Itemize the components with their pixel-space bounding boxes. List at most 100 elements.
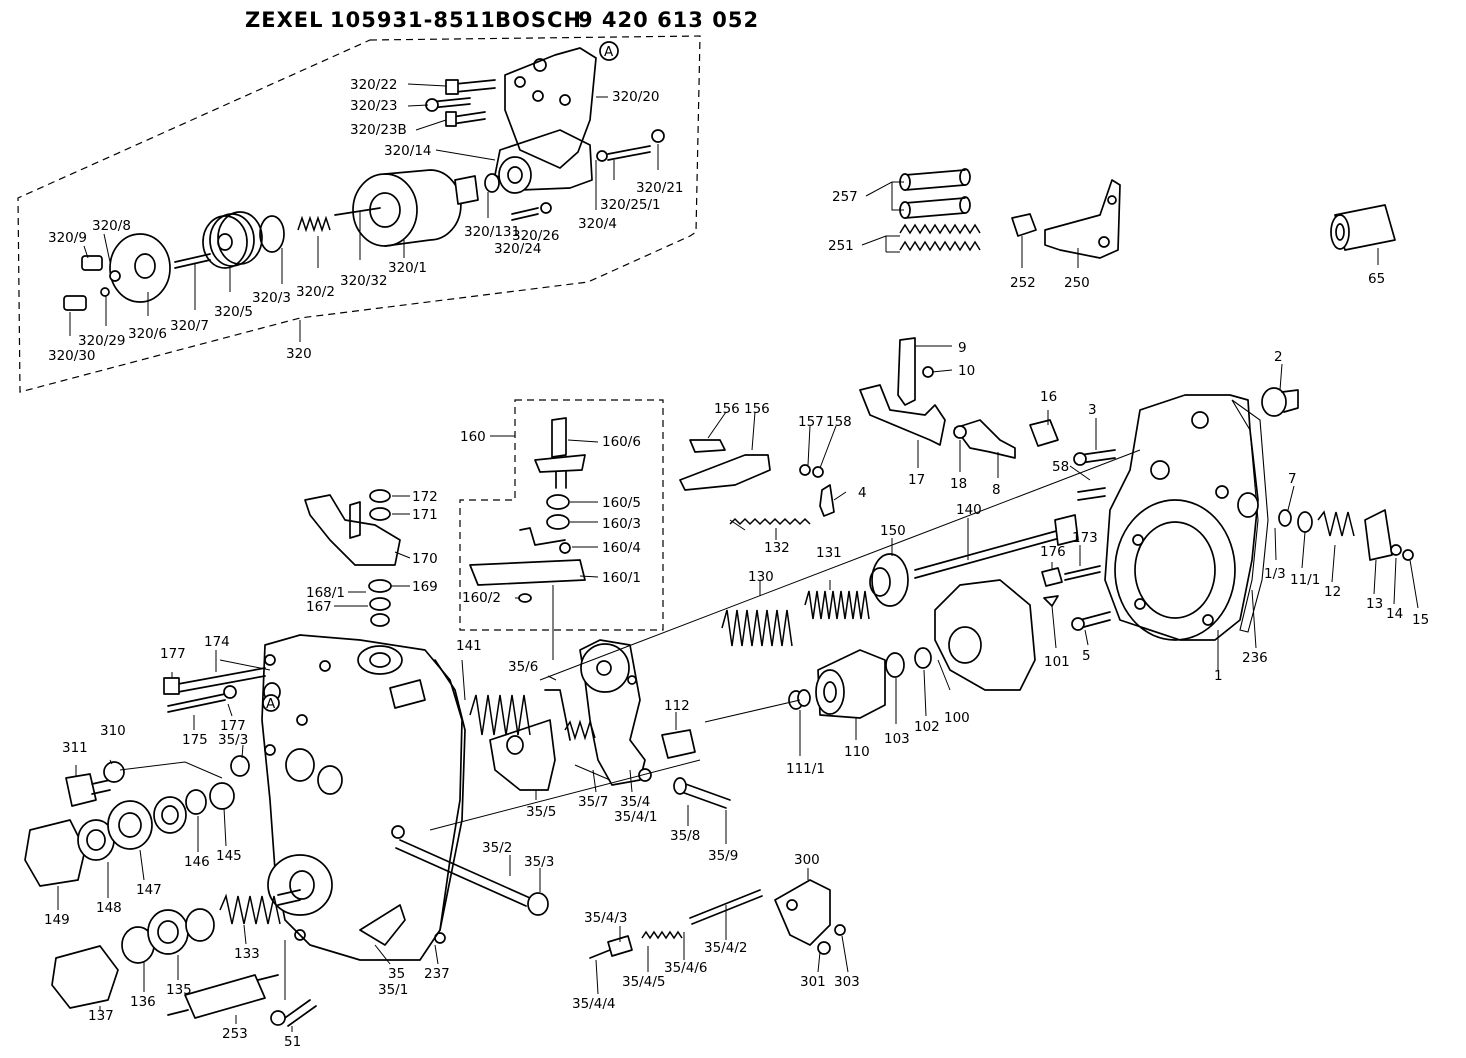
label-111-1: 111/1 <box>786 761 825 777</box>
label-14: 14 <box>1386 606 1403 622</box>
label-112: 112 <box>664 698 690 714</box>
cover-300-group <box>589 879 846 959</box>
pump-housing <box>163 634 549 961</box>
label-170: 170 <box>412 551 438 567</box>
header-zexel: ZEXEL <box>245 8 324 32</box>
label-ref-a-housing: A <box>266 696 276 712</box>
label-35-4-3: 35/4/3 <box>584 910 627 926</box>
label-35-6: 35/6 <box>508 659 538 675</box>
label-149: 149 <box>44 912 70 928</box>
label-320-7: 320/7 <box>170 318 209 334</box>
label-157: 157 <box>798 414 824 430</box>
label-320-26: 320/26 <box>512 228 560 244</box>
label-51: 51 <box>284 1034 301 1050</box>
label-169: 169 <box>412 579 438 595</box>
label-8: 8 <box>992 482 1001 498</box>
label-176: 176 <box>1040 544 1066 560</box>
label-147: 147 <box>136 882 162 898</box>
label-177b: 177 <box>220 718 246 734</box>
label-35-4-5: 35/4/5 <box>622 974 665 990</box>
linkage-levers <box>859 337 1016 459</box>
label-145: 145 <box>216 848 242 864</box>
label-168-1: 168/1 <box>306 585 345 601</box>
label-300: 300 <box>794 852 820 868</box>
label-320-29: 320/29 <box>78 333 126 349</box>
label-35-4-1: 35/4/1 <box>614 809 657 825</box>
linkage-156-group <box>679 439 835 526</box>
label-160-4: 160/4 <box>602 540 641 556</box>
label-133: 133 <box>234 946 260 962</box>
label-102: 102 <box>914 719 940 735</box>
label-136: 136 <box>130 994 156 1010</box>
label-35-5: 35/5 <box>526 804 556 820</box>
label-156b: 156 <box>744 401 770 417</box>
label-35-3a: 35/3 <box>218 732 248 748</box>
label-320-21: 320/21 <box>636 180 684 196</box>
label-4: 4 <box>858 485 867 501</box>
label-320-4: 320/4 <box>578 216 617 232</box>
label-103: 103 <box>884 731 910 747</box>
governor-housing <box>1029 387 1414 641</box>
header-bosch-number: 9 420 613 052 <box>578 8 759 32</box>
label-141: 141 <box>456 638 482 654</box>
label-35-1: 35/1 <box>378 982 408 998</box>
label-101: 101 <box>1044 654 1070 670</box>
label-311: 311 <box>62 740 88 756</box>
label-100: 100 <box>944 710 970 726</box>
label-173: 173 <box>1072 530 1098 546</box>
label-160: 160 <box>460 429 486 445</box>
header-zexel-number: 105931-8511 <box>330 8 496 32</box>
label-320-32: 320/32 <box>340 273 388 289</box>
label-160-5: 160/5 <box>602 495 641 511</box>
label-160-1: 160/1 <box>602 570 641 586</box>
assembly-center-lines <box>119 449 1141 1000</box>
label-15: 15 <box>1412 612 1429 628</box>
label-320-6: 320/6 <box>128 326 167 342</box>
fittings-lower-left <box>51 889 317 1027</box>
label-131: 131 <box>816 545 842 561</box>
label-130: 130 <box>748 569 774 585</box>
label-301: 301 <box>800 974 826 990</box>
label-320-14: 320/14 <box>384 143 432 159</box>
label-172: 172 <box>412 489 438 505</box>
fittings-left <box>24 761 235 887</box>
label-10: 10 <box>958 363 975 379</box>
label-35-4: 35/4 <box>620 794 650 810</box>
label-320-2: 320/2 <box>296 284 335 300</box>
label-ref-a-top: A <box>604 44 614 60</box>
levers-top-right <box>899 168 1396 259</box>
label-320-131: 320/131 <box>464 224 520 240</box>
label-65: 65 <box>1368 271 1385 287</box>
label-177a: 177 <box>160 646 186 662</box>
label-156a: 156 <box>714 401 740 417</box>
label-320-22: 320/22 <box>350 77 398 93</box>
label-5: 5 <box>1082 648 1091 664</box>
label-12: 12 <box>1324 584 1341 600</box>
label-175: 175 <box>182 732 208 748</box>
label-9: 9 <box>958 340 967 356</box>
label-137: 137 <box>88 1008 114 1024</box>
label-253: 253 <box>222 1026 248 1042</box>
label-252: 252 <box>1010 275 1036 291</box>
label-310: 310 <box>100 723 126 739</box>
label-35-2: 35/2 <box>482 840 512 856</box>
label-1: 1 <box>1214 668 1223 684</box>
flyweight-assembly <box>661 579 1036 759</box>
label-132: 132 <box>764 540 790 556</box>
label-237: 237 <box>424 966 450 982</box>
label-160-3: 160/3 <box>602 516 641 532</box>
label-167: 167 <box>306 599 332 615</box>
label-320-3: 320/3 <box>252 290 291 306</box>
label-16: 16 <box>1040 389 1057 405</box>
label-35-3b: 35/3 <box>524 854 554 870</box>
label-251: 251 <box>828 238 854 254</box>
label-320-23: 320/23 <box>350 98 398 114</box>
group-160 <box>459 399 664 660</box>
label-35: 35 <box>388 966 405 982</box>
label-320-1: 320/1 <box>388 260 427 276</box>
label-174: 174 <box>204 634 230 650</box>
label-257: 257 <box>832 189 858 205</box>
label-320-20: 320/20 <box>612 89 660 105</box>
control-lever-assembly <box>489 639 731 809</box>
